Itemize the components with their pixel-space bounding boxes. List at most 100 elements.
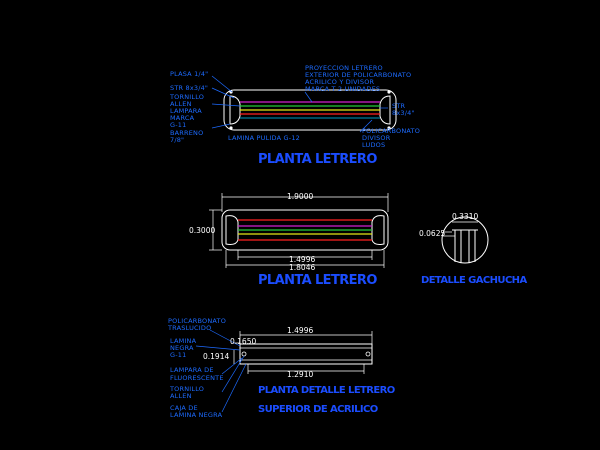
plan3-outline xyxy=(239,343,373,365)
svg-text:ALLEN: ALLEN xyxy=(170,100,192,108)
svg-text:MARCA T 2 UNIDADES: MARCA T 2 UNIDADES xyxy=(305,85,380,93)
plan1-screw xyxy=(387,126,391,130)
plan1-label-acrilico: ACRILICO Y DIVISOR xyxy=(305,78,375,86)
detail-dim-left: 0.0625 xyxy=(419,229,445,238)
plan3-label-fluorescente: FLUORESCENTE xyxy=(170,374,224,382)
plan3-label-negra: NEGRA xyxy=(170,344,194,352)
svg-text:7/8": 7/8" xyxy=(170,136,184,144)
plan1-screw xyxy=(229,90,233,94)
plan1-label-marca: MARCA xyxy=(170,114,195,122)
plan1-drawing xyxy=(211,75,397,133)
plan2-outline xyxy=(221,209,389,251)
plan1-label-allen: ALLEN xyxy=(170,100,192,108)
svg-text:POLICARBONATO: POLICARBONATO xyxy=(362,127,420,135)
svg-text:1.2910: 1.2910 xyxy=(287,370,313,379)
svg-text:LAMINA: LAMINA xyxy=(170,337,197,345)
svg-text:TORNILLO: TORNILLO xyxy=(169,93,204,101)
svg-text:MARCA: MARCA xyxy=(170,114,195,122)
plan1-screw xyxy=(229,126,233,130)
svg-text:SUPERIOR DE ACRILICO: SUPERIOR DE ACRILICO xyxy=(258,404,378,415)
svg-text:PLASA 1/4": PLASA 1/4" xyxy=(170,70,208,78)
plan3-labels: POLICARBONATO TRASLUCIDO LAMINA NEGRA G-… xyxy=(167,317,395,419)
plan1-label-marca-t: MARCA T 2 UNIDADES xyxy=(305,85,380,93)
plan1-label-str-right-size: 8x3/4" xyxy=(392,109,415,117)
plan2-drawing xyxy=(209,193,389,268)
svg-text:CAJA DE: CAJA DE xyxy=(170,404,198,412)
plan2-dim-bottom2: 1.8046 xyxy=(289,263,315,272)
svg-text:STR: STR xyxy=(392,102,405,110)
detail-labels: 0.3310 0.0625 DETALLE GACHUCHA xyxy=(419,212,528,286)
plan3-dim-bottom: 1.2910 xyxy=(287,370,313,379)
plan1-right-cap xyxy=(379,95,391,125)
svg-text:1.9000: 1.9000 xyxy=(287,192,313,201)
plan1-labels: PLASA 1/4" STR 8x3/4" TORNILLO ALLEN LAM… xyxy=(169,64,420,167)
plan1-left-cap xyxy=(229,95,241,125)
plan3-label-lampara: LAMPARA DE xyxy=(170,366,214,374)
detail-dim-top: 0.3310 xyxy=(452,212,478,221)
plan3-dim-left: 0.1914 xyxy=(203,352,229,361)
svg-text:ALLEN: ALLEN xyxy=(170,392,192,400)
detail-title: DETALLE GACHUCHA xyxy=(421,275,527,286)
svg-text:1.8046: 1.8046 xyxy=(289,263,315,272)
plan3-label-g11: G-11 xyxy=(170,351,186,359)
plan1-label-proyeccion: PROYECCION LETRERO xyxy=(305,64,383,72)
svg-text:0.1914: 0.1914 xyxy=(203,352,229,361)
plan1-label-plasa: PLASA 1/4" xyxy=(170,70,208,78)
detail-circle xyxy=(441,216,489,264)
svg-text:0.3000: 0.3000 xyxy=(189,226,215,235)
svg-text:G-11: G-11 xyxy=(170,121,186,129)
plan1-leaders xyxy=(211,75,388,133)
svg-text:8x3/4": 8x3/4" xyxy=(392,109,415,117)
plan3-title-line2: SUPERIOR DE ACRILICO xyxy=(258,404,378,415)
plan3-dim-top: 1.4996 xyxy=(287,326,313,335)
svg-text:BARRENO: BARRENO xyxy=(170,129,203,137)
plan1-label-policarbonato: POLICARBONATO xyxy=(362,127,420,135)
plan2-dim-left: 0.3000 xyxy=(189,226,215,235)
plan1-label-lamina: LAMINA PULIDA G-12 xyxy=(228,134,300,142)
plan3-drawing xyxy=(195,329,373,413)
plan3-label-caja: CAJA DE xyxy=(170,404,198,412)
svg-text:EXTERIOR DE POLICARBONATO: EXTERIOR DE POLICARBONATO xyxy=(305,71,411,79)
svg-text:LAMPARA DE: LAMPARA DE xyxy=(170,366,214,374)
svg-text:0.3310: 0.3310 xyxy=(452,212,478,221)
plan1-label-str: STR 8x3/4" xyxy=(170,84,208,92)
svg-text:0.1650: 0.1650 xyxy=(230,337,256,346)
svg-text:PLANTA DETALLE LETRERO: PLANTA DETALLE LETRERO xyxy=(258,385,395,396)
plan1-label-lampara: LAMPARA xyxy=(170,107,202,115)
plan2-title: PLANTA LETRERO xyxy=(258,273,377,288)
plan3-label-lamina: LAMINA xyxy=(170,337,197,345)
plan2-dim-top: 1.9000 xyxy=(287,192,313,201)
svg-text:LAMPARA: LAMPARA xyxy=(170,107,202,115)
svg-text:POLICARBONATO: POLICARBONATO xyxy=(168,317,226,325)
svg-text:1.4996: 1.4996 xyxy=(289,255,315,264)
svg-text:LAMINA PULIDA G-12: LAMINA PULIDA G-12 xyxy=(228,134,300,142)
svg-text:G-11: G-11 xyxy=(170,351,186,359)
plan3-screw xyxy=(365,351,371,357)
plan1-label-exterior: EXTERIOR DE POLICARBONATO xyxy=(305,71,411,79)
svg-text:DIVISOR: DIVISOR xyxy=(362,134,391,142)
svg-text:0.0625: 0.0625 xyxy=(419,229,445,238)
plan1-outline xyxy=(223,89,397,131)
plan3-label-lamina-negra: LAMINA NEGRA xyxy=(170,411,223,419)
plan1-label-tornillo: TORNILLO xyxy=(169,93,204,101)
plan3-dim-small: 0.1650 xyxy=(230,337,256,346)
plan3-leaders xyxy=(195,329,247,413)
plan1-label-barreno-size: 7/8" xyxy=(170,136,184,144)
svg-text:1.4996: 1.4996 xyxy=(287,326,313,335)
svg-text:PLANTA LETRERO: PLANTA LETRERO xyxy=(258,152,377,167)
svg-text:DETALLE GACHUCHA: DETALLE GACHUCHA xyxy=(421,275,527,286)
plan3-label-allen: ALLEN xyxy=(170,392,192,400)
plan3-screw xyxy=(241,351,247,357)
plan2-dim-bottom1: 1.4996 xyxy=(289,255,315,264)
detail-drawing xyxy=(441,216,489,264)
svg-text:LUDOS: LUDOS xyxy=(362,141,385,149)
plan3-label-traslucido: TRASLUCIDO xyxy=(167,324,211,332)
plan2-left-cap xyxy=(225,215,239,245)
svg-text:NEGRA: NEGRA xyxy=(170,344,194,352)
plan1-screw xyxy=(387,90,391,94)
plan1-label-barreno: BARRENO xyxy=(170,129,203,137)
plan3-label-policarbonato: POLICARBONATO xyxy=(168,317,226,325)
plan1-label-ludos: LUDOS xyxy=(362,141,385,149)
